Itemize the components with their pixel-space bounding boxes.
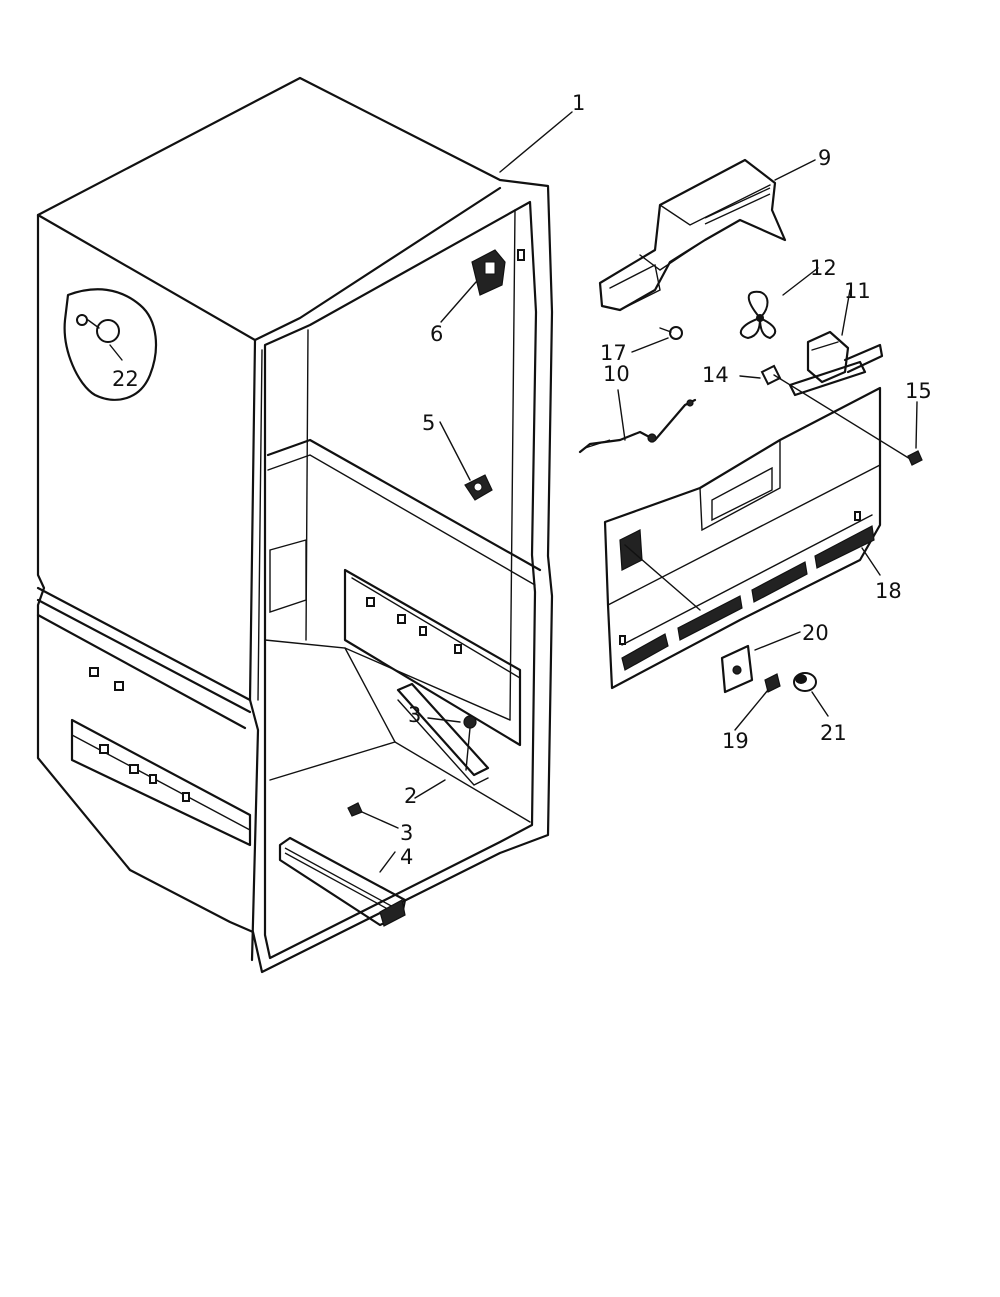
callout-labels: 1 2 3 3 4 5 6 9 10 11 12 14 15 17 18 19 … <box>112 91 932 869</box>
callout-19: 19 <box>722 729 749 753</box>
callout-14: 14 <box>702 363 729 387</box>
part-12-fan-blade <box>739 290 777 340</box>
callout-5: 5 <box>422 411 435 435</box>
part-10-heater-wire <box>578 398 697 454</box>
part-2-shelf-rail <box>396 682 490 786</box>
callout-9: 9 <box>818 146 831 170</box>
callout-3-upper: 3 <box>408 703 421 727</box>
part-20-plate <box>720 644 754 694</box>
callout-4: 4 <box>400 845 413 869</box>
cabinet-liner <box>36 76 554 974</box>
part-11-fan-motor <box>788 330 884 397</box>
part-14-bulb-socket <box>760 364 916 463</box>
part-6-bracket <box>471 249 525 296</box>
callout-18: 18 <box>875 579 902 603</box>
part-3-screw-upper <box>463 715 477 771</box>
part-21-knob <box>793 672 817 692</box>
callout-22: 22 <box>112 367 139 391</box>
callout-15: 15 <box>905 379 932 403</box>
callout-3-lower: 3 <box>400 821 413 845</box>
leader-lines <box>109 111 918 873</box>
part-17-screw <box>659 326 683 340</box>
callout-11: 11 <box>844 279 871 303</box>
callout-20: 20 <box>802 621 829 645</box>
part-3-screw-lower <box>347 802 363 817</box>
part-18-rear-panel <box>603 386 882 690</box>
part-15-screw <box>907 450 923 466</box>
part-9-air-duct <box>598 158 787 312</box>
callout-2: 2 <box>404 784 417 808</box>
part-5-clip <box>464 474 493 501</box>
callout-6: 6 <box>430 322 443 346</box>
callout-12: 12 <box>810 256 837 280</box>
part-4-grille <box>278 836 407 927</box>
callout-10: 10 <box>603 362 630 386</box>
callout-21: 21 <box>820 721 847 745</box>
callout-17: 17 <box>600 341 627 365</box>
callout-1: 1 <box>572 91 585 115</box>
part-19-screw <box>764 673 781 693</box>
